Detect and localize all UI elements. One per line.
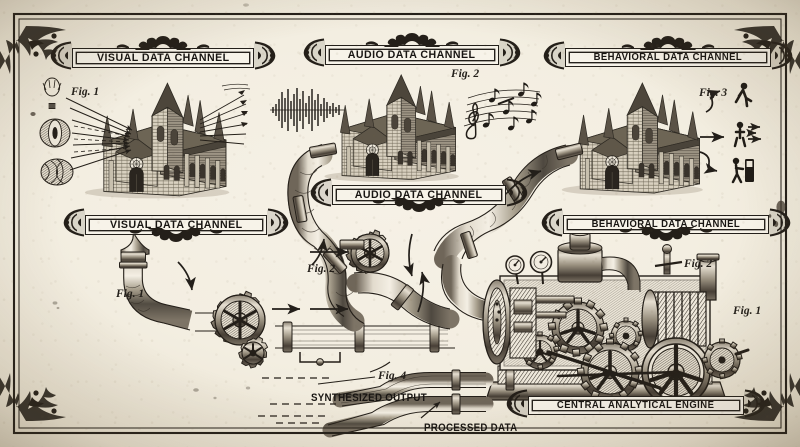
- light-bulb-icon: [42, 77, 62, 109]
- banner-ornament-left: [307, 178, 333, 213]
- banner-ornament-right: [498, 38, 524, 73]
- pressure-gauge-icon: [505, 255, 525, 285]
- banner-crest: [371, 197, 467, 218]
- banner-label: AUDIO DATA CHANNEL: [348, 49, 476, 61]
- banner-ornament-left: [540, 40, 566, 75]
- banner-scroll-ornament: [267, 208, 289, 237]
- kiosk-person-icon: [731, 157, 754, 184]
- banner-label: BEHAVIORAL DATA CHANNEL: [591, 219, 741, 230]
- banner-crest-ornament: [365, 33, 459, 48]
- banner-ornament-left: [300, 38, 326, 73]
- banner-scroll-ornament: [50, 41, 72, 70]
- striped-sphere-icon: [40, 158, 74, 186]
- banner-crest: [364, 32, 460, 52]
- banner-scroll-ornament: [506, 178, 528, 207]
- pressure-gauge-icon-2: [529, 250, 553, 285]
- banner-crest-ornament: [129, 227, 223, 243]
- walking-person-icon: [734, 82, 753, 108]
- banner-ornament-left: [60, 208, 86, 243]
- light-rays-illustration: [39, 77, 251, 186]
- banner-label: VISUAL DATA CHANNEL: [96, 52, 230, 64]
- banner-label: VISUAL DATA CHANNEL: [109, 219, 243, 231]
- banner-crest-ornament: [116, 36, 210, 51]
- banner-ornament-left: [538, 207, 564, 242]
- banner-ornament-left: [503, 388, 529, 423]
- figure-label-fig-output: Fig. 4: [378, 370, 407, 382]
- banner-scroll-ornament: [543, 41, 565, 70]
- figure-label-fig-engine-2: Fig. 2: [684, 258, 713, 270]
- banner-visual-top: VISUAL DATA CHANNEL: [50, 36, 276, 70]
- banner-crest: [618, 226, 714, 247]
- banner-scroll-ornament: [303, 38, 325, 67]
- figure-label-fig-engine-1: Fig. 1: [733, 305, 762, 317]
- banner-scroll-ornament: [541, 208, 563, 237]
- banner-crest: [620, 35, 716, 55]
- banner-scroll-ornament: [771, 41, 793, 70]
- pipe-audio-to-engine: [346, 271, 460, 330]
- banner-crest-ornament: [619, 226, 713, 242]
- gear-cluster-visual: [210, 290, 269, 369]
- callout-synthesized-output: SYNTHESIZED OUTPUT: [311, 392, 427, 404]
- banner-label: CENTRAL ANALYTICAL ENGINE: [557, 400, 715, 411]
- flow-arrows: [177, 169, 542, 315]
- banner-scroll-ornament: [744, 389, 766, 418]
- banner-ornament-left: [47, 41, 73, 76]
- banner-plate: AUDIO DATA CHANNEL: [325, 45, 499, 66]
- banner-ornament-right: [505, 178, 531, 213]
- banner-crest-ornament: [621, 36, 715, 51]
- banner-plate: BEHAVIORAL DATA CHANNEL: [565, 48, 771, 68]
- banner-crest-ornament: [372, 197, 466, 213]
- banner-label: BEHAVIORAL DATA CHANNEL: [593, 52, 743, 63]
- cathedral-behavioral: [561, 82, 704, 197]
- banner-plate: VISUAL DATA CHANNEL: [72, 48, 254, 69]
- banner-scroll-ornament: [310, 178, 332, 207]
- figure-label-fig-behavioral: Fig. 3: [699, 87, 728, 99]
- banner-ornament-right: [770, 40, 796, 75]
- banner-scroll-ornament: [499, 38, 521, 67]
- banner-scroll-ornament: [769, 208, 791, 237]
- banner-behavioral-bottom: BEHAVIORAL DATA CHANNEL: [541, 208, 791, 242]
- banner-scroll-ornament: [254, 41, 276, 70]
- ink-blots: [30, 3, 786, 400]
- banner-ornament-right: [253, 41, 279, 76]
- banner-crest: [128, 227, 224, 248]
- banner-scroll-ornament: [506, 389, 528, 418]
- cathedral-audio: [323, 74, 460, 183]
- behavior-pictograms: [699, 82, 762, 184]
- banner-audio-top: AUDIO DATA CHANNEL: [303, 33, 521, 67]
- figure-label-fig-audio: Fig. 2: [451, 68, 480, 80]
- banner-scroll-ornament: [63, 208, 85, 237]
- banner-plate: CENTRAL ANALYTICAL ENGINE: [528, 396, 744, 416]
- banner-label: AUDIO DATA CHANNEL: [355, 189, 483, 201]
- banner-central-engine: CENTRAL ANALYTICAL ENGINE: [506, 389, 766, 418]
- banner-crest: [115, 35, 211, 55]
- callout-processed-data: PROCESSED DATA: [424, 422, 518, 434]
- figure-label-fig-visual-pipe: Fig. 1: [116, 288, 145, 300]
- lens-icon: [39, 118, 71, 148]
- music-note-icon: [463, 81, 543, 140]
- steam-engine-illustration: [482, 227, 750, 407]
- output-pipes: [258, 361, 515, 438]
- banner-ornament-right: [743, 388, 769, 423]
- sorting-person-icon: [733, 121, 762, 148]
- waveform-icon: [270, 88, 344, 132]
- banner-behavioral-top: BEHAVIORAL DATA CHANNEL: [543, 36, 793, 70]
- banner-ornament-right: [266, 208, 292, 243]
- figure-label-fig-visual: Fig. 1: [71, 86, 100, 98]
- banner-audio-bottom: AUDIO DATA CHANNEL: [310, 178, 528, 213]
- figure-label-fig-audio-gear: Fig. 2: [307, 263, 336, 275]
- banner-ornament-right: [768, 207, 794, 242]
- gear-cluster-audio: [339, 229, 390, 275]
- banner-visual-bottom: VISUAL DATA CHANNEL: [63, 208, 289, 243]
